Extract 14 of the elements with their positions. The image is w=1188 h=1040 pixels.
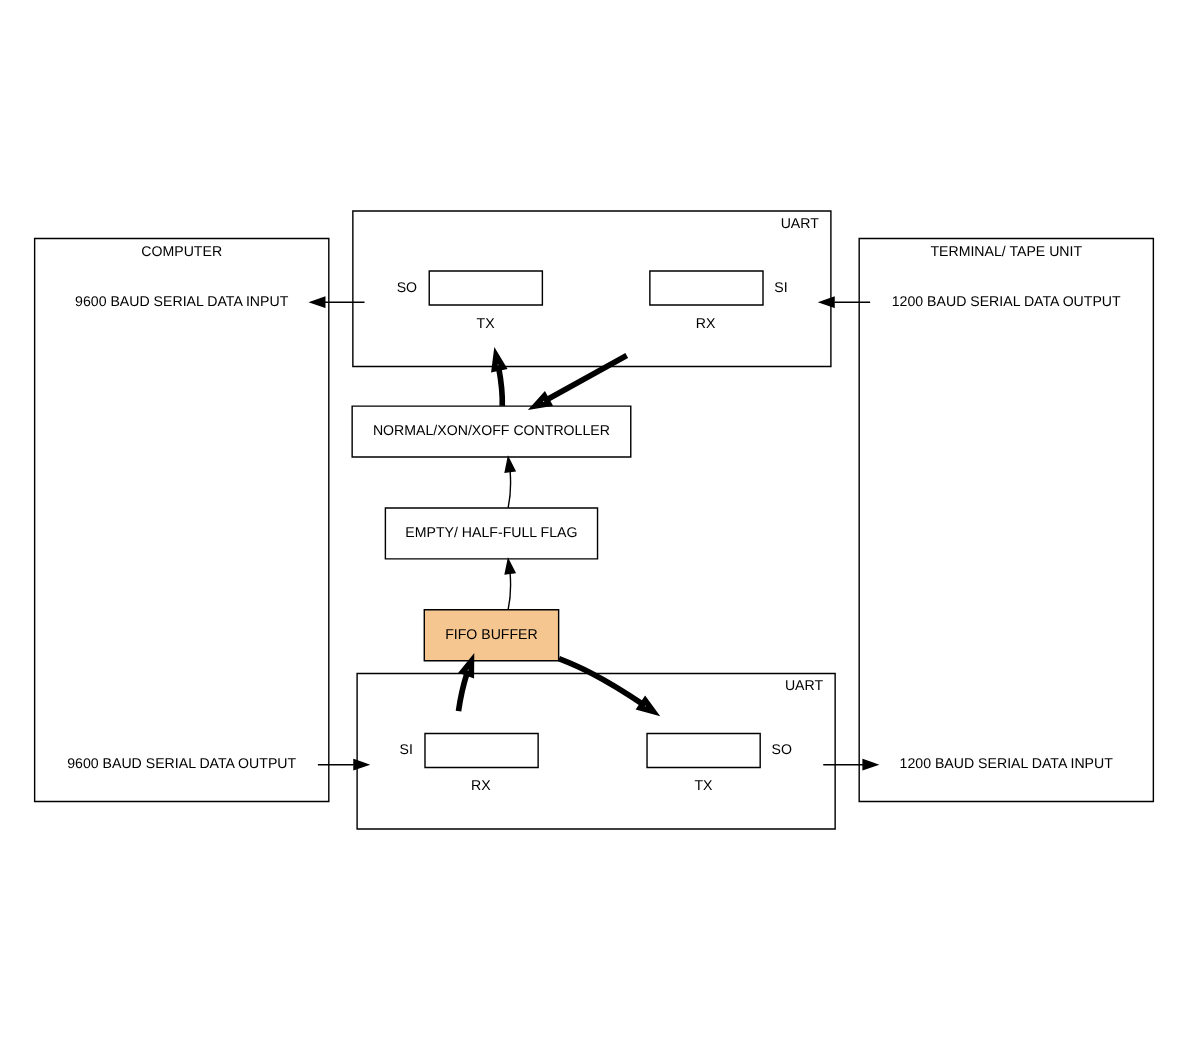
- node-box: [646, 732, 761, 769]
- arrow: [504, 557, 517, 611]
- arrow: [817, 296, 871, 309]
- node-box: [424, 732, 539, 769]
- arrow: [317, 758, 371, 771]
- arrow: [455, 653, 475, 712]
- node-box: [428, 270, 544, 306]
- arrow: [504, 455, 517, 509]
- arrow: [527, 353, 629, 411]
- arrow: [557, 656, 661, 717]
- arrow: [822, 758, 880, 771]
- arrow: [308, 296, 366, 309]
- arrow: [491, 347, 508, 406]
- node-box: [649, 270, 764, 306]
